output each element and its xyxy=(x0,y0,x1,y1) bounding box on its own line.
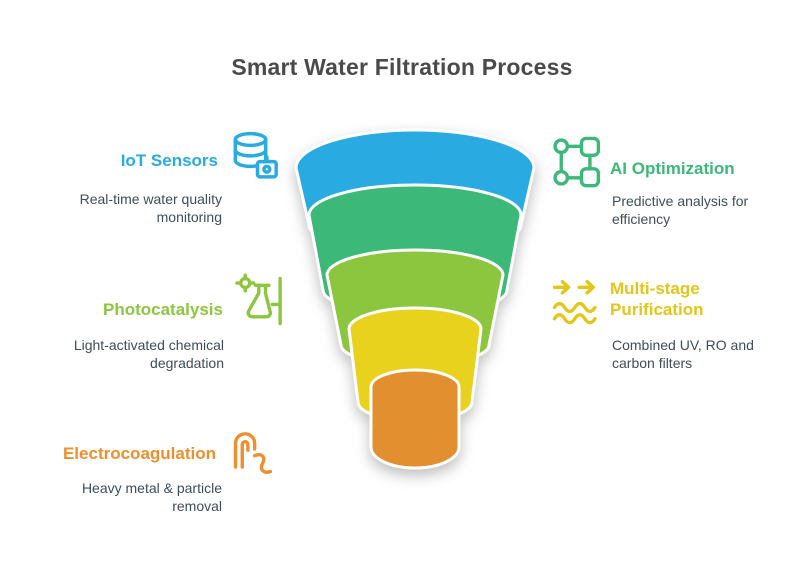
label-iot-sensors-title: IoT Sensors xyxy=(120,151,218,170)
label-iot-sensors-desc: Real-time water quality monitoring xyxy=(79,191,222,226)
label-ai-optimization-title: AI Optimization xyxy=(610,159,735,178)
label-multistage-purification-desc: Combined UV, RO and carbon filters xyxy=(612,337,754,372)
label-electrocoagulation-title: Electrocoagulation xyxy=(62,444,216,463)
sensor-database-icon xyxy=(226,128,282,186)
label-photocatalysis-desc: Light-activated chemical degradation xyxy=(73,337,224,372)
arrows-waves-icon xyxy=(550,276,604,330)
label-photocatalysis-title: Photocatalysis xyxy=(103,300,223,319)
label-multistage-purification-title: Multi-stage Purification xyxy=(610,279,704,320)
electrode-current-icon xyxy=(222,420,276,478)
label-ai-optimization-desc: Predictive analysis for efficiency xyxy=(612,193,749,228)
ai-network-icon xyxy=(550,134,604,190)
photocatalysis-flask-icon xyxy=(234,272,288,330)
label-electrocoagulation-desc: Heavy metal & particle removal xyxy=(81,480,222,515)
funnel-layer-electrocoagulation xyxy=(369,368,461,470)
page-title: Smart Water Filtration Process xyxy=(231,54,573,80)
